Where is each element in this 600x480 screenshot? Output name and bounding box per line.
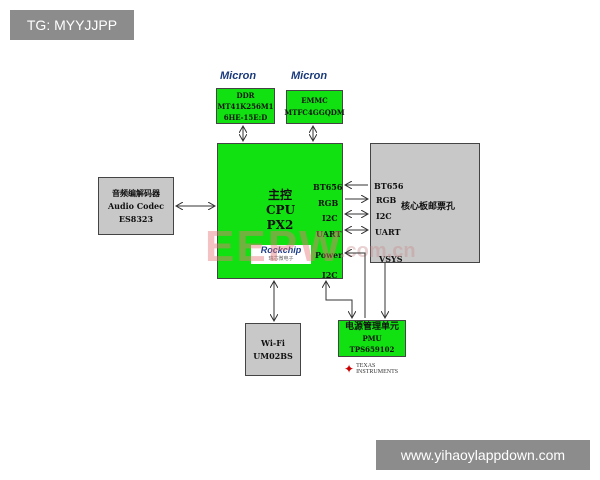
pmu-line3: TPS659102 [349,345,395,354]
micron-logo-ddr: Micron [220,70,257,82]
cpu-port-uart: UART [316,229,342,239]
cpu-port-i2c-bottom: I2C [322,270,338,280]
site-label: www.yihaoylappdown.com [376,440,590,470]
cpu-label: 主控 CPU PX2 [266,188,296,233]
ti-logo: ✦ TEXAS INSTRUMENTS [344,362,398,376]
cpu-port-power: Power [315,250,343,260]
wifi-box: Wi-Fi UM02BS [245,323,301,376]
cpu-port-i2c: I2C [322,213,338,223]
audio-line2: Audio Codec [107,200,165,211]
cpu-line2: CPU [266,203,296,217]
ti-line1: TEXAS [356,363,376,369]
core-port-uart: UART [375,227,401,237]
ddr-line2: MT41K256M1 [217,101,274,111]
core-port-bt656: BT656 [374,181,404,191]
ti-icon: ✦ [344,362,355,376]
cpu-line3: PX2 [266,218,294,232]
ddr-line1: DDR [236,90,255,100]
core-port-vsys: VSYS [379,254,403,264]
audio-codec-box: 音频编解码器 Audio Codec ES8323 [98,177,174,235]
core-port-i2c: I2C [376,211,392,221]
emmc-box: EMMC MTFC4GGQDM [284,90,345,124]
wifi-line2: UM02BS [253,350,293,361]
ti-line2: INSTRUMENTS [356,369,399,375]
i2c-pmu-arrow [326,281,352,318]
cpu-port-rgb: RGB [318,198,339,208]
audio-line1: 音频编解码器 [112,187,160,198]
rockchip-sub: 瑞芯微电子 [268,256,294,262]
ddr-box: DDR MT41K256M1 6HE-15E:D [216,88,275,124]
power-arrow [345,253,366,318]
emmc-line1: EMMC [301,96,328,105]
watermark-sub: .com.cn [340,240,416,262]
core-title: 核心板邮票孔 [401,202,456,212]
pmu-line2: PMU [362,334,382,343]
micron-logo-emmc: Micron [291,70,328,82]
rockchip-text: Rockchip [260,245,302,255]
pmu-box: 电源管理单元 PMU TPS659102 [338,320,406,357]
emmc-line2: MTFC4GGQDM [284,108,345,117]
core-port-rgb: RGB [376,195,397,205]
tag-label: TG: MYYJJPP [10,10,134,40]
audio-line3: ES8323 [118,213,154,224]
cpu-port-bt656: BT656 [313,182,343,192]
pmu-line1: 电源管理单元 [344,322,399,332]
core-board-box [370,143,480,263]
ddr-line3: 6HE-15E:D [223,112,268,122]
watermark: EEPW [205,222,343,271]
rockchip-logo: Rockchip 瑞芯微电子 [251,245,311,264]
cpu-line1: 主控 [267,188,292,202]
wifi-line1: Wi-Fi [261,337,285,348]
